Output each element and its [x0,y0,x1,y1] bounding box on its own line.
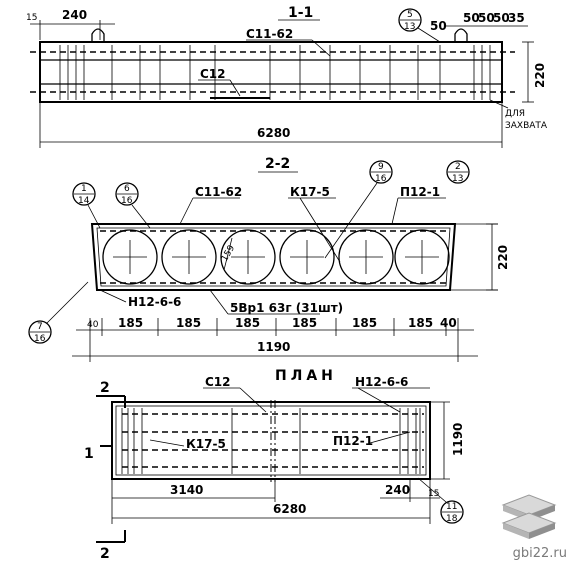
label-p12-1: П12-1 [333,434,373,448]
bubble-top: 7 [37,322,43,332]
dim-3140: 3140 [170,483,203,497]
label-k17-5: К17-5 [290,185,330,199]
dim-50-c: 50 [478,11,495,25]
dim-240: 240 [62,8,87,22]
hollow-cores: 159 [102,229,450,285]
cut-mark-top: 2 [100,380,110,396]
bubble-top: 5 [407,10,413,20]
spacing-185: 185 [235,316,260,330]
height-220: 220 [533,63,547,88]
callout-bubble-5-13: 5 13 [398,8,441,43]
bubble-top: 11 [446,502,457,512]
stirrups [59,45,491,100]
spacing-40-right: 40 [440,316,457,330]
section-1-1: 1-1 15 240 5 13 50 50 50 50 35 [26,5,548,148]
grip-note-line1: ДЛЯ [505,109,525,119]
hollow-core [394,229,450,285]
dim-35: 35 [508,11,525,25]
height-220: 220 [496,245,510,270]
spacing-185: 185 [352,316,377,330]
side-mark: 1 [84,446,94,462]
height-1190: 1190 [451,423,465,456]
hollow-core [220,229,276,285]
label-c11-62: С11-62 [246,27,293,41]
bubble-bottom: 16 [34,334,46,344]
bubble-bottom: 13 [404,22,415,32]
bubble-bottom: 13 [452,174,463,184]
callout-bubble-11-18: 11 18 [417,477,464,524]
spacing-185: 185 [408,316,433,330]
lifting-loop-right [454,28,468,42]
bubble-bottom: 14 [78,196,90,206]
spacing-185: 185 [176,316,201,330]
label-rebar-5vr1: 5Вр1 63г (31шт) [230,301,343,315]
bubble-top: 2 [455,162,461,172]
grip-note-line2: ЗАХВАТА [505,121,548,131]
dim-15: 15 [428,489,439,499]
length-6280: 6280 [257,126,290,140]
bubble-bottom: 18 [446,514,458,524]
dim-6280: 6280 [273,502,306,516]
section-2-2: 2-2 1 14 6 16 9 16 2 13 7 16 [28,156,510,362]
bubble-bottom: 16 [121,196,133,206]
callout-bubble-6-16: 6 16 [115,182,151,229]
section-2-2-title: 2-2 [265,156,290,172]
callout-bubble-7-16: 7 16 [28,281,89,344]
dim-15: 15 [26,13,37,23]
spacing-185: 185 [118,316,143,330]
hollow-core [161,229,217,285]
beam-elevation [39,41,503,103]
hollow-core [102,229,158,285]
dim-240: 240 [385,483,410,497]
label-c12: С12 [205,375,231,389]
watermark-text: gbi22.ru [512,546,567,561]
dim-50-a: 50 [430,19,447,33]
plan-view: ПЛАН 2 С12 Н12-6-6 К17-5 П12-1 [84,368,465,562]
bubble-top: 9 [378,162,384,172]
bubble-top: 1 [81,184,87,194]
label-n12-6-6: Н12-6-6 [128,295,181,309]
hollow-core [338,229,394,285]
label-n12-6-6: Н12-6-6 [355,375,408,389]
callout-bubble-9-16: 9 16 [324,160,393,259]
bubble-bottom: 16 [375,174,387,184]
cut-mark-bottom: 2 [100,546,110,562]
spacing-40-left: 40 [87,320,99,330]
label-p12-1: П12-1 [400,185,440,199]
width-1190: 1190 [257,340,290,354]
dim-50-d: 50 [493,11,510,25]
lifting-loop-left [91,28,105,42]
label-k17-5: К17-5 [186,437,226,451]
callout-bubble-2-13: 2 13 [446,160,470,184]
dim-50-b: 50 [463,11,480,25]
hollow-core [279,229,335,285]
label-c12: С12 [200,67,226,81]
stacked-slabs-logo-icon [501,494,557,539]
bubble-top: 6 [124,184,130,194]
section-1-1-title: 1-1 [288,5,313,21]
label-c11-62: С11-62 [195,185,242,199]
spacing-185: 185 [292,316,317,330]
plan-title: ПЛАН [275,368,337,384]
callout-bubble-1-14: 1 14 [72,182,101,229]
